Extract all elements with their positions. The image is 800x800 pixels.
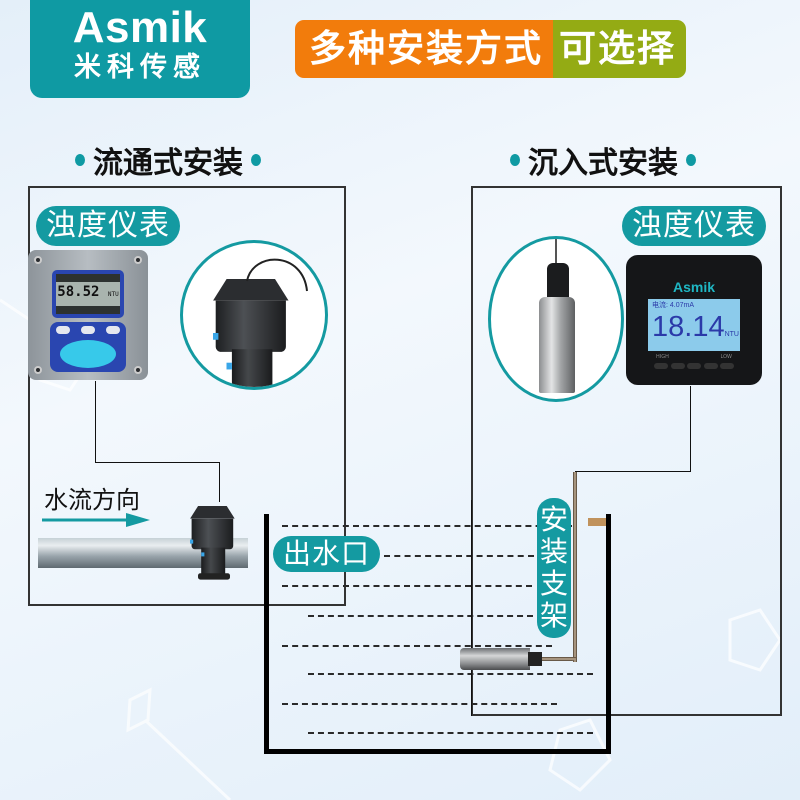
sensor-cap [547, 263, 569, 299]
indicator-low: LOW [720, 354, 733, 360]
water-line [308, 615, 533, 617]
water-line [282, 703, 557, 705]
label-turbidity-meter-right: 浊度仪表 [622, 206, 766, 246]
water-line [282, 585, 532, 587]
bullet-dot-icon [75, 154, 85, 166]
key-esc-icon [654, 363, 668, 369]
water-line [282, 645, 552, 647]
reading-unit: NTU [107, 291, 119, 298]
key-menu-icon [687, 363, 701, 369]
turbidity-controller-flow: 58.52 NTU [28, 250, 148, 380]
immersion-frame [471, 186, 782, 716]
screw-icon [34, 366, 42, 374]
rod-clamp [588, 518, 606, 526]
tank-bottom [264, 749, 611, 754]
section-title-text: 沉入式安装 [528, 146, 678, 181]
connector-line [219, 462, 220, 502]
submerged-sensor [460, 648, 530, 670]
bullet-dot-icon [251, 154, 261, 166]
section-title-flow-through: 流通式安装 [75, 140, 261, 181]
tank-wall-left [264, 514, 269, 754]
bracket-label: 安装支架 [537, 498, 571, 638]
section-title-immersion: 沉入式安装 [510, 140, 696, 181]
flow-direction-label: 水流方向 [44, 486, 140, 514]
key-enter-icon [106, 326, 120, 334]
controller-screen: 电流: 4.07mA 18.14NTU [648, 299, 740, 351]
sensor-cable-icon [555, 239, 557, 269]
controller-screen: 58.52 NTU [52, 270, 124, 318]
reading-value: 18.14 [652, 311, 725, 343]
submerged-sensor-cap [528, 652, 542, 666]
current-reading: 电流: 4.07mA [652, 302, 695, 309]
device-brand: Asmik [672, 279, 716, 295]
screw-icon [134, 256, 142, 264]
reading-value: 58.52 [57, 284, 100, 300]
bullet-dot-icon [686, 154, 696, 166]
section-title-text: 流通式安装 [93, 146, 243, 181]
brand-logo: Asmik 米科传感 [30, 0, 250, 98]
flow-sensor-photo [180, 240, 328, 390]
arrow-pad-icon [60, 340, 116, 368]
key-down-icon [703, 363, 718, 369]
connector-line [95, 381, 96, 463]
connector-line [690, 386, 691, 472]
headline-banner: 多种安装方式 可选择 [295, 20, 686, 78]
mounting-rod-bend [542, 657, 576, 661]
indicator-high: HIGH [656, 354, 669, 360]
headline-part1: 多种安装方式 [295, 20, 553, 78]
water-line [384, 555, 534, 557]
key-right-icon [670, 363, 685, 369]
bullet-dot-icon [510, 154, 520, 166]
frame-edge-line [471, 500, 472, 716]
label-turbidity-meter-left: 浊度仪表 [36, 206, 180, 246]
flow-direction-arrow-icon [42, 513, 150, 527]
water-line [308, 732, 593, 734]
sensor-cable-icon [246, 258, 308, 292]
connector-line [575, 471, 691, 472]
water-line [282, 525, 572, 527]
key-esc-icon [56, 326, 70, 334]
connector-line [95, 462, 220, 463]
brand-chinese-name: 米科传感 [74, 52, 206, 83]
brand-name: Asmik [72, 3, 208, 52]
headline-part2: 可选择 [553, 20, 686, 78]
mounting-rod [573, 472, 577, 662]
immersion-sensor-photo [488, 236, 624, 402]
reading-unit: NTU [724, 331, 739, 338]
screw-icon [134, 366, 142, 374]
turbidity-controller-immersion: Asmik 电流: 4.07mA 18.14NTU HIGH LOW [626, 255, 762, 385]
key-enter-icon [720, 363, 734, 369]
screw-icon [34, 256, 42, 264]
flow-through-frame [28, 186, 346, 606]
key-menu-icon [81, 326, 95, 334]
tank-wall-right [606, 514, 611, 754]
water-line [308, 673, 593, 675]
stainless-sensor-body [539, 297, 575, 393]
outlet-label: 出水口 [273, 536, 381, 572]
controller-keypad [50, 322, 126, 372]
